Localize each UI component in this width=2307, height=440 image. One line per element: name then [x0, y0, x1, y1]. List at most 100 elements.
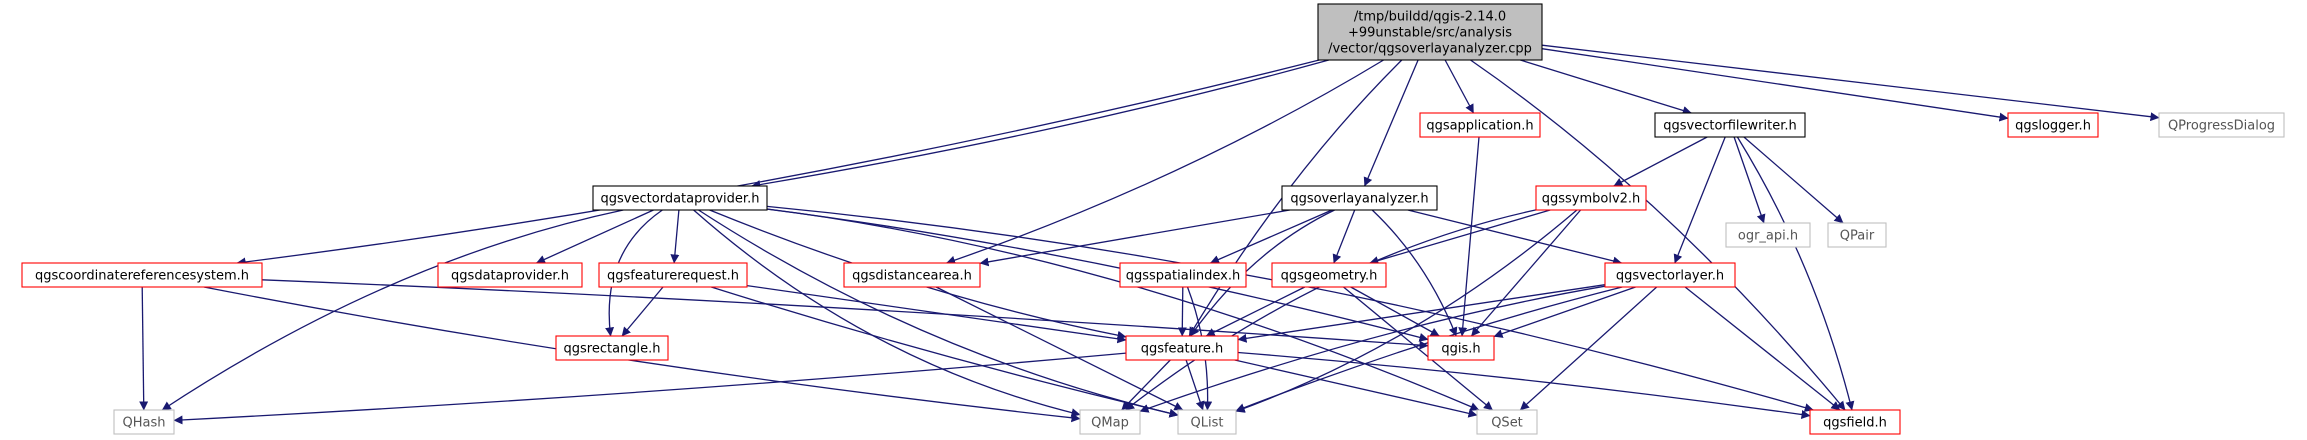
node-ograpi: ogr_api.h: [1725, 222, 1811, 248]
edge-qgssymbolv2-to-qmap: [1125, 209, 1537, 411]
edge-qgsspatialindex-to-qgsfeature: [1177, 286, 1187, 337]
node-qgsvectorfilewriter[interactable]: qgsvectorfilewriter.h: [1654, 112, 1806, 138]
node-box: [437, 262, 583, 288]
edge-qgsvectorlayer-to-qgsfield: [1684, 286, 1841, 411]
node-label: qgscoordinatereferencesystem.h: [35, 269, 249, 284]
node-qgsfeaturerequest[interactable]: qgsfeaturerequest.h: [598, 262, 748, 288]
edge-qgsfeaturerequest-to-qgsrectangle: [621, 286, 664, 337]
node-label: qgsapplication.h: [1426, 119, 1533, 134]
node-label: ogr_api.h: [1738, 229, 1798, 244]
node-label: QPair: [1840, 229, 1875, 244]
node-qpair: QPair: [1827, 222, 1887, 248]
node-box: [1476, 409, 1538, 435]
node-qgsspatialindex[interactable]: qgsspatialindex.h: [1119, 262, 1247, 288]
edge-root-to-qgslogger: [1541, 48, 2009, 122]
node-box: [598, 262, 748, 288]
node-qhash: QHash: [113, 409, 175, 435]
edge-qgsoverlayanalyzer-to-qgsgeometry: [1332, 209, 1356, 264]
node-label: qgsrectangle.h: [563, 342, 660, 357]
edge-qgsoverlayanalyzer-to-qgis: [1371, 209, 1458, 337]
node-label: QMap: [1091, 416, 1129, 431]
node-label: /tmp/buildd/qgis-2.14.0: [1354, 10, 1506, 25]
node-layer: /tmp/buildd/qgis-2.14.0+99unstable/src/a…: [21, 3, 2285, 435]
node-box: [1809, 409, 1901, 435]
edge-qgsvectorlayer-to-qgis: [1493, 286, 1636, 338]
edge-qgsvectordataprovider-to-qset: [766, 208, 1480, 411]
node-root[interactable]: /tmp/buildd/qgis-2.14.0+99unstable/src/a…: [1317, 3, 1543, 61]
edge-qgscrs-to-qmap: [203, 286, 1081, 423]
node-qgscrs[interactable]: qgscoordinatereferencesystem.h: [21, 262, 263, 288]
edge-qgsvectordataprovider-to-qlist: [698, 209, 1179, 418]
edge-qgsgeometry-to-qgsfeature: [1205, 286, 1306, 337]
edge-root-to-qprogressdialog: [1541, 44, 2160, 122]
node-box: [1079, 409, 1141, 435]
node-qgis[interactable]: qgis.h: [1427, 335, 1495, 361]
node-qgsvectorlayer[interactable]: qgsvectorlayer.h: [1604, 262, 1736, 288]
edge-qgsvectorfilewriter-to-ograpi: [1733, 136, 1766, 224]
edge-qgsvectorfilewriter-to-qgsfield: [1736, 136, 1855, 411]
edge-qgsapplication-to-qgis: [1458, 136, 1480, 337]
node-box: [21, 262, 263, 288]
edge-root-to-qgsoverlayanalyzer: [1363, 59, 1419, 187]
node-box: [843, 262, 981, 288]
node-qgsdataprovider[interactable]: qgsdataprovider.h: [437, 262, 583, 288]
node-qgsvectordataprovider[interactable]: qgsvectordataprovider.h: [592, 185, 768, 211]
edge-qgsvectorfilewriter-to-qpair: [1743, 136, 1844, 224]
edge-root-to-qgscrs: [236, 59, 1320, 267]
node-box: [1535, 185, 1647, 211]
edge-qgsfeaturerequest-to-qlist: [711, 286, 1179, 418]
edge-qgsvectorlayer-to-qset: [1519, 286, 1658, 411]
edge-qgssymbolv2-to-qgsgeometry: [1369, 209, 1551, 265]
node-label: qgsgeometry.h: [1281, 269, 1378, 284]
node-box: [555, 335, 669, 361]
node-box: [1604, 262, 1736, 288]
edge-root-to-qgsfield: [1470, 59, 1846, 411]
edge-qgsvectordataprovider-to-qhash: [161, 209, 624, 411]
node-label: qgis.h: [1441, 342, 1480, 357]
node-qset: QSet: [1476, 409, 1538, 435]
edge-qgsfeaturerequest-to-qgsfeature: [746, 284, 1127, 344]
node-qgsapplication[interactable]: qgsapplication.h: [1419, 112, 1541, 138]
node-qgsgeometry[interactable]: qgsgeometry.h: [1271, 262, 1387, 288]
node-qgslogger[interactable]: qgslogger.h: [2007, 112, 2099, 138]
edge-root-to-qgsvectorfilewriter: [1520, 59, 1692, 115]
edge-qgsvectorfilewriter-to-qgsvectorlayer: [1673, 136, 1726, 264]
node-qgsoverlayanalyzer[interactable]: qgsoverlayanalyzer.h: [1281, 185, 1438, 211]
edge-qgsvectorfilewriter-to-qgssymbolv2: [1613, 136, 1708, 187]
node-qgsrectangle[interactable]: qgsrectangle.h: [555, 335, 669, 361]
node-box: [1827, 222, 1887, 248]
node-label: qgsoverlayanalyzer.h: [1290, 192, 1428, 207]
node-qgsfeature[interactable]: qgsfeature.h: [1125, 335, 1239, 361]
edge-root-to-qgsapplication: [1444, 59, 1475, 114]
edge-qgsfeature-to-qset: [1234, 359, 1478, 418]
node-box: [2007, 112, 2099, 138]
node-label: qgsvectorfilewriter.h: [1663, 119, 1797, 134]
edge-qgsgeometry-to-qset: [1343, 286, 1493, 411]
node-label: qgsdistancearea.h: [852, 269, 972, 284]
node-qgsdistancearea[interactable]: qgsdistancearea.h: [843, 262, 981, 288]
edge-qgssymbolv2-to-qgis: [1470, 209, 1582, 337]
node-label: qgsfield.h: [1823, 416, 1887, 431]
node-label: QHash: [123, 416, 166, 431]
node-label: /vector/qgsoverlayanalyzer.cpp: [1328, 42, 1532, 57]
node-box: [1317, 3, 1543, 61]
node-box: [592, 185, 768, 211]
edge-qgsdistancearea-to-qlist: [935, 286, 1184, 411]
edge-qgsgeometry-to-qgis: [1350, 286, 1440, 337]
node-qgssymbolv2[interactable]: qgssymbolv2.h: [1535, 185, 1647, 211]
node-qgsfield[interactable]: qgsfield.h: [1809, 409, 1901, 435]
edge-qgsvectordataprovider-to-qgsfeaturerequest: [670, 209, 680, 264]
node-box: [1654, 112, 1806, 138]
node-box: [1281, 185, 1438, 211]
node-label: +99unstable/src/analysis: [1348, 26, 1512, 41]
node-box: [2158, 112, 2285, 138]
node-box: [1725, 222, 1811, 248]
node-label: qgslogger.h: [2015, 119, 2091, 134]
edge-qgsoverlayanalyzer-to-qgsvectorlayer: [1407, 209, 1623, 266]
edge-qgscrs-to-qgis: [261, 279, 1429, 350]
edge-root-to-qgsdistancearea: [946, 59, 1384, 265]
edge-root-to-qgsvectordataprovider: [751, 59, 1329, 190]
node-label: qgsvectorlayer.h: [1616, 269, 1724, 284]
node-box: [1427, 335, 1495, 361]
node-box: [113, 409, 175, 435]
